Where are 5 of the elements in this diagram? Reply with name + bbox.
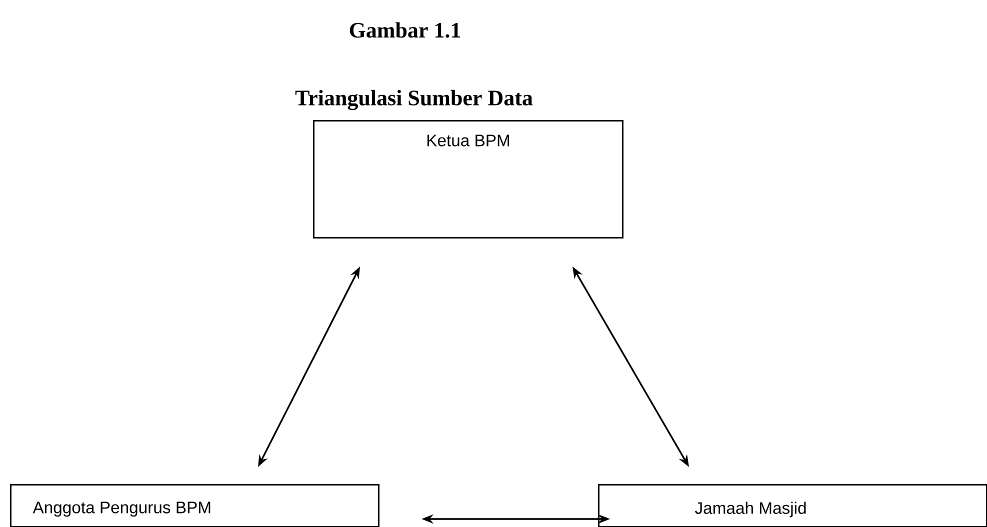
diagram-caption: Triangulasi Sumber Data [295,90,533,110]
text-box: Anggota Pengurus BPM [10,484,380,527]
text-box: Jamaah Masjid [598,484,987,527]
diagram-title: Gambar 1.1 [350,22,460,38]
text-box: Ketua BPM [313,120,624,238]
